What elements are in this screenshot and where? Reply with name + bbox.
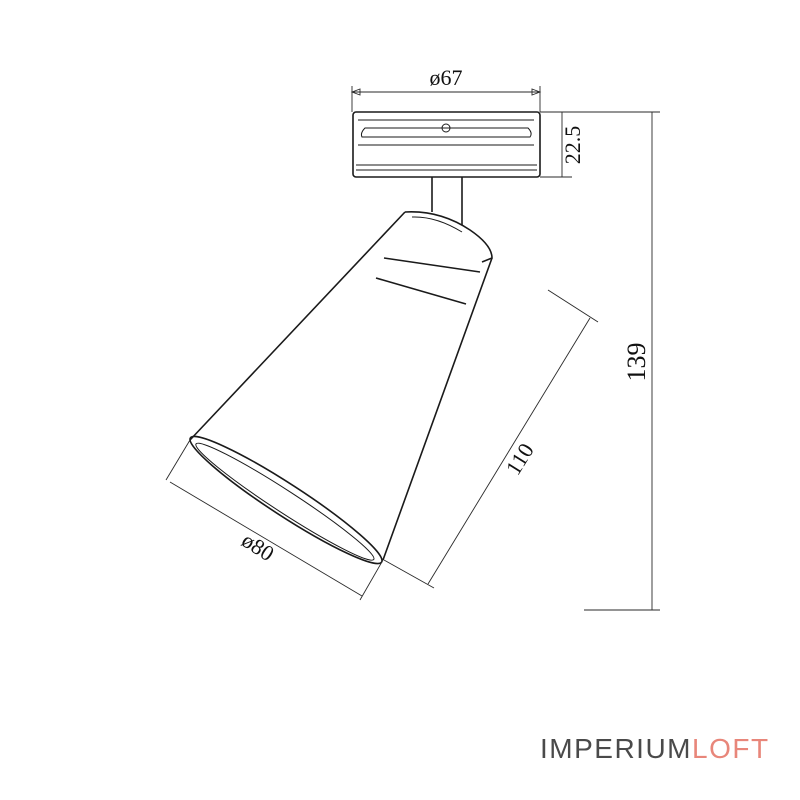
- dim-total-height-label: 139: [622, 343, 651, 382]
- dim-base-height: 22.5: [540, 111, 585, 178]
- dim-shade-diameter-label: ø80: [237, 527, 278, 566]
- dim-base-height-label: 22.5: [560, 126, 585, 165]
- brand-logo-part1: IMPERIUM: [540, 733, 692, 764]
- brand-logo: IMPERIUMLOFT: [540, 733, 780, 769]
- dim-shade-length-label: 110: [501, 439, 539, 480]
- dim-shade-length: 110: [383, 289, 599, 589]
- dim-shade-diameter: ø80: [165, 439, 384, 601]
- dim-total-height: 139: [540, 111, 660, 611]
- lamp-stem: [431, 177, 463, 225]
- dim-base-diameter: ø67: [350, 65, 542, 112]
- dim-base-diameter-label: ø67: [430, 65, 463, 90]
- brand-logo-part2: LOFT: [692, 733, 770, 764]
- lamp-shade: [189, 211, 493, 565]
- ceiling-base: [352, 111, 541, 178]
